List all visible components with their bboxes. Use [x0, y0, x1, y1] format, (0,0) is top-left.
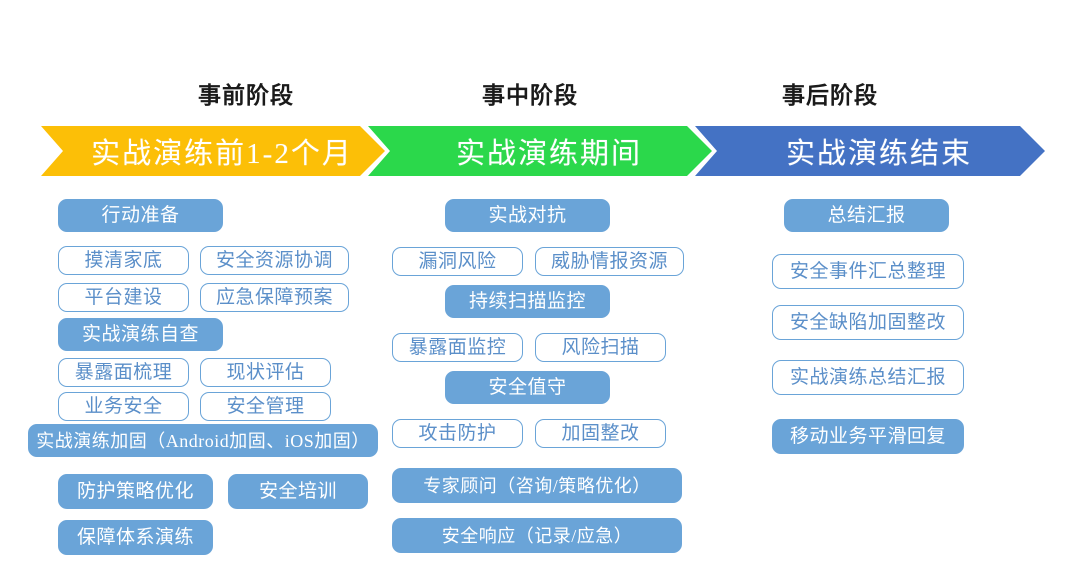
node-box[interactable]: 实战演练加固（Android加固、iOS加固）	[28, 424, 378, 457]
node-box[interactable]: 风险扫描	[535, 333, 666, 362]
node-box[interactable]: 现状评估	[200, 358, 331, 387]
node-box[interactable]: 保障体系演练	[58, 520, 213, 555]
node-label: 攻击防护	[418, 423, 497, 444]
node-label: 专家顾问（咨询/策略优化）	[423, 475, 651, 496]
node-label: 安全事件汇总整理	[789, 261, 946, 282]
node-label: 现状评估	[226, 362, 305, 383]
node-box[interactable]: 安全缺陷加固整改	[772, 305, 964, 340]
node-label: 行动准备	[101, 205, 180, 226]
node-box[interactable]: 安全事件汇总整理	[772, 254, 964, 289]
node-box[interactable]: 防护策略优化	[58, 474, 213, 509]
node-label: 安全缺陷加固整改	[789, 312, 946, 333]
phase-banner-strip: 实战演练结束 实战演练期间 实战演练前1-2个月	[0, 126, 1080, 176]
stage-caption-during: 事中阶段	[482, 82, 578, 108]
node-label: 暴露面梳理	[74, 362, 173, 383]
node-box[interactable]: 威胁情报资源	[535, 247, 684, 276]
node-label: 实战演练自查	[81, 324, 199, 345]
node-label: 应急保障预案	[215, 287, 333, 308]
node-box[interactable]: 安全值守	[445, 371, 610, 404]
node-label: 安全管理	[226, 396, 305, 417]
node-box[interactable]: 攻击防护	[392, 419, 523, 448]
node-label: 防护策略优化	[76, 481, 194, 502]
node-label: 威胁情报资源	[550, 251, 668, 272]
phase-banner-during-label: 实战演练期间	[455, 138, 642, 170]
phase-banner-post-label: 实战演练结束	[785, 138, 972, 170]
node-box[interactable]: 安全培训	[228, 474, 368, 509]
node-box[interactable]: 总结汇报	[784, 199, 949, 232]
node-label: 安全响应（记录/应急）	[441, 525, 633, 546]
node-box[interactable]: 持续扫描监控	[445, 285, 610, 318]
node-box[interactable]: 实战对抗	[445, 199, 610, 232]
node-label: 加固整改	[561, 423, 640, 444]
node-box[interactable]: 安全管理	[200, 392, 331, 421]
node-label: 风险扫描	[561, 337, 640, 358]
node-label: 漏洞风险	[418, 251, 497, 272]
phase-banner-pre-label: 实战演练前1-2个月	[91, 138, 353, 170]
node-box[interactable]: 摸清家底	[58, 246, 189, 275]
node-label: 实战演练加固（Android加固、iOS加固）	[36, 430, 370, 451]
stage-caption-post: 事后阶段	[782, 82, 878, 108]
node-label: 业务安全	[84, 396, 163, 417]
stage-caption-pre: 事前阶段	[198, 82, 294, 108]
phase-banner-post[interactable]: 实战演练结束	[695, 126, 1045, 176]
node-box[interactable]: 行动准备	[58, 199, 223, 232]
phase-banner-during[interactable]: 实战演练期间	[368, 126, 712, 176]
node-label: 安全资源协调	[215, 250, 333, 271]
node-box[interactable]: 安全资源协调	[200, 246, 349, 275]
phase-banner-pre[interactable]: 实战演练前1-2个月	[41, 126, 385, 176]
node-box[interactable]: 业务安全	[58, 392, 189, 421]
node-box[interactable]: 应急保障预案	[200, 283, 349, 312]
node-box[interactable]: 暴露面梳理	[58, 358, 189, 387]
node-label: 持续扫描监控	[468, 291, 586, 312]
node-box[interactable]: 加固整改	[535, 419, 666, 448]
node-box[interactable]: 实战演练自查	[58, 318, 223, 351]
node-label: 平台建设	[84, 287, 163, 308]
node-label: 暴露面监控	[408, 337, 507, 358]
node-label: 安全值守	[488, 377, 567, 398]
node-label: 摸清家底	[84, 250, 163, 271]
node-box[interactable]: 移动业务平滑回复	[772, 419, 964, 454]
node-label: 实战对抗	[488, 205, 567, 226]
node-box[interactable]: 实战演练总结汇报	[772, 360, 964, 395]
node-box[interactable]: 专家顾问（咨询/策略优化）	[392, 468, 682, 503]
node-label: 总结汇报	[827, 205, 906, 226]
node-box[interactable]: 平台建设	[58, 283, 189, 312]
node-label: 实战演练总结汇报	[789, 367, 946, 388]
node-label: 移动业务平滑回复	[789, 426, 946, 447]
node-box[interactable]: 安全响应（记录/应急）	[392, 518, 682, 553]
node-box[interactable]: 暴露面监控	[392, 333, 523, 362]
node-label: 保障体系演练	[76, 527, 194, 548]
node-box[interactable]: 漏洞风险	[392, 247, 523, 276]
node-label: 安全培训	[258, 481, 337, 502]
